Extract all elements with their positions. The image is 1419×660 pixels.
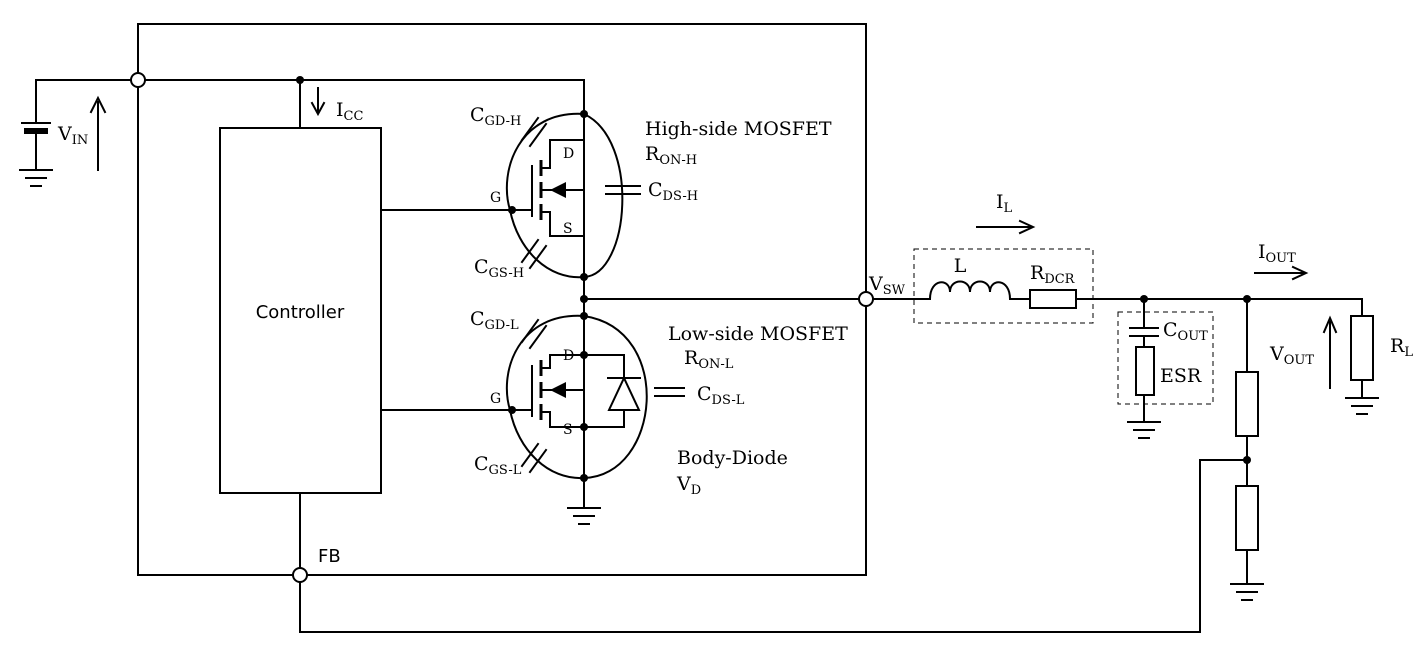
vout-arrow	[1322, 315, 1338, 389]
ron-h-label: RON-H	[645, 143, 697, 168]
cout-dashed-box	[1117, 311, 1214, 405]
load-ground	[1345, 379, 1379, 415]
gate-h-label: G	[490, 190, 501, 206]
source-l-label: S	[563, 422, 573, 438]
vin-terminal	[130, 72, 146, 88]
rdcr-label: RDCR	[1030, 262, 1076, 287]
high-side-title: High-side MOSFET	[645, 118, 832, 140]
divider-bottom-resistor	[1235, 485, 1259, 551]
vin-rail	[144, 79, 585, 115]
source-h-label: S	[563, 221, 573, 237]
load-resistor	[1350, 315, 1374, 381]
vin-arrow	[89, 95, 107, 171]
low-side-title: Low-side MOSFET	[668, 323, 848, 345]
vin-label: VIN	[57, 123, 88, 148]
iout-arrow	[1254, 265, 1309, 281]
vsw-label: VSW	[868, 273, 906, 298]
divider-ground	[1230, 549, 1264, 601]
fb-label: FB	[318, 546, 341, 567]
fb-terminal	[292, 567, 308, 583]
divider-top-resistor	[1235, 371, 1259, 437]
fb-divider-node	[1243, 456, 1251, 464]
esr-label: ESR	[1160, 365, 1202, 387]
output-capacitor	[1129, 298, 1159, 348]
vin-battery	[19, 79, 139, 187]
iout-label: IOUT	[1258, 241, 1296, 266]
gate-l-label: G	[490, 391, 501, 407]
cout-ground	[1127, 394, 1161, 439]
vd-label: VD	[676, 473, 701, 498]
drain-l-label: D	[563, 348, 574, 364]
icc-label: ICC	[336, 99, 363, 124]
rdcr-resistor	[1029, 289, 1077, 309]
cds-l-label: CDS-L	[697, 383, 745, 408]
feedback-wire	[299, 459, 1248, 633]
cout-label: COUT	[1163, 319, 1208, 344]
inductor-L	[928, 280, 1031, 301]
body-diode-label: Body-Diode	[677, 447, 788, 469]
il-label: IL	[996, 191, 1013, 216]
controller-label: Controller	[256, 302, 345, 323]
low-side-mosfet	[505, 312, 685, 525]
high-side-mosfet	[505, 110, 641, 281]
vout-label: VOUT	[1269, 343, 1314, 368]
icc-arrow	[310, 87, 326, 117]
esr-resistor	[1135, 346, 1155, 396]
cgd-l-label: CGD-L	[470, 308, 519, 333]
inductor-label: L	[954, 255, 967, 277]
cds-h-label: CDS-H	[648, 179, 698, 204]
il-arrow	[976, 219, 1036, 235]
rl-label: RL	[1390, 335, 1413, 360]
ron-l-label: RON-L	[684, 347, 734, 372]
cgd-h-label: CGD-H	[470, 104, 521, 129]
drain-h-label: D	[563, 146, 574, 162]
cgs-l-label: CGS-L	[474, 453, 522, 478]
inductor-dashed-box	[913, 248, 1094, 324]
cgs-h-label: CGS-H	[474, 256, 524, 281]
